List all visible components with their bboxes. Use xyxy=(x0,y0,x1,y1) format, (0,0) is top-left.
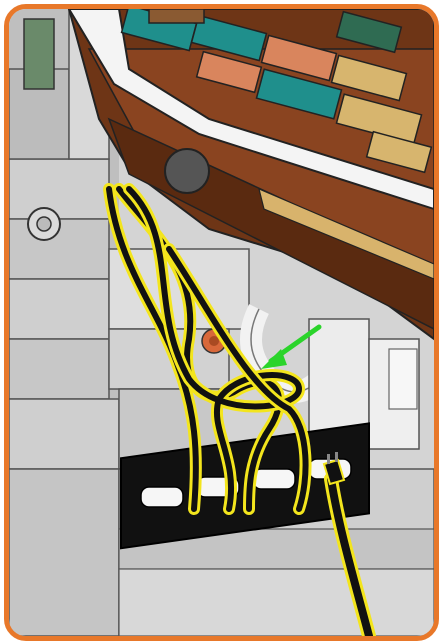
instruction-panel xyxy=(4,4,439,641)
build-step-illustration xyxy=(9,9,434,636)
